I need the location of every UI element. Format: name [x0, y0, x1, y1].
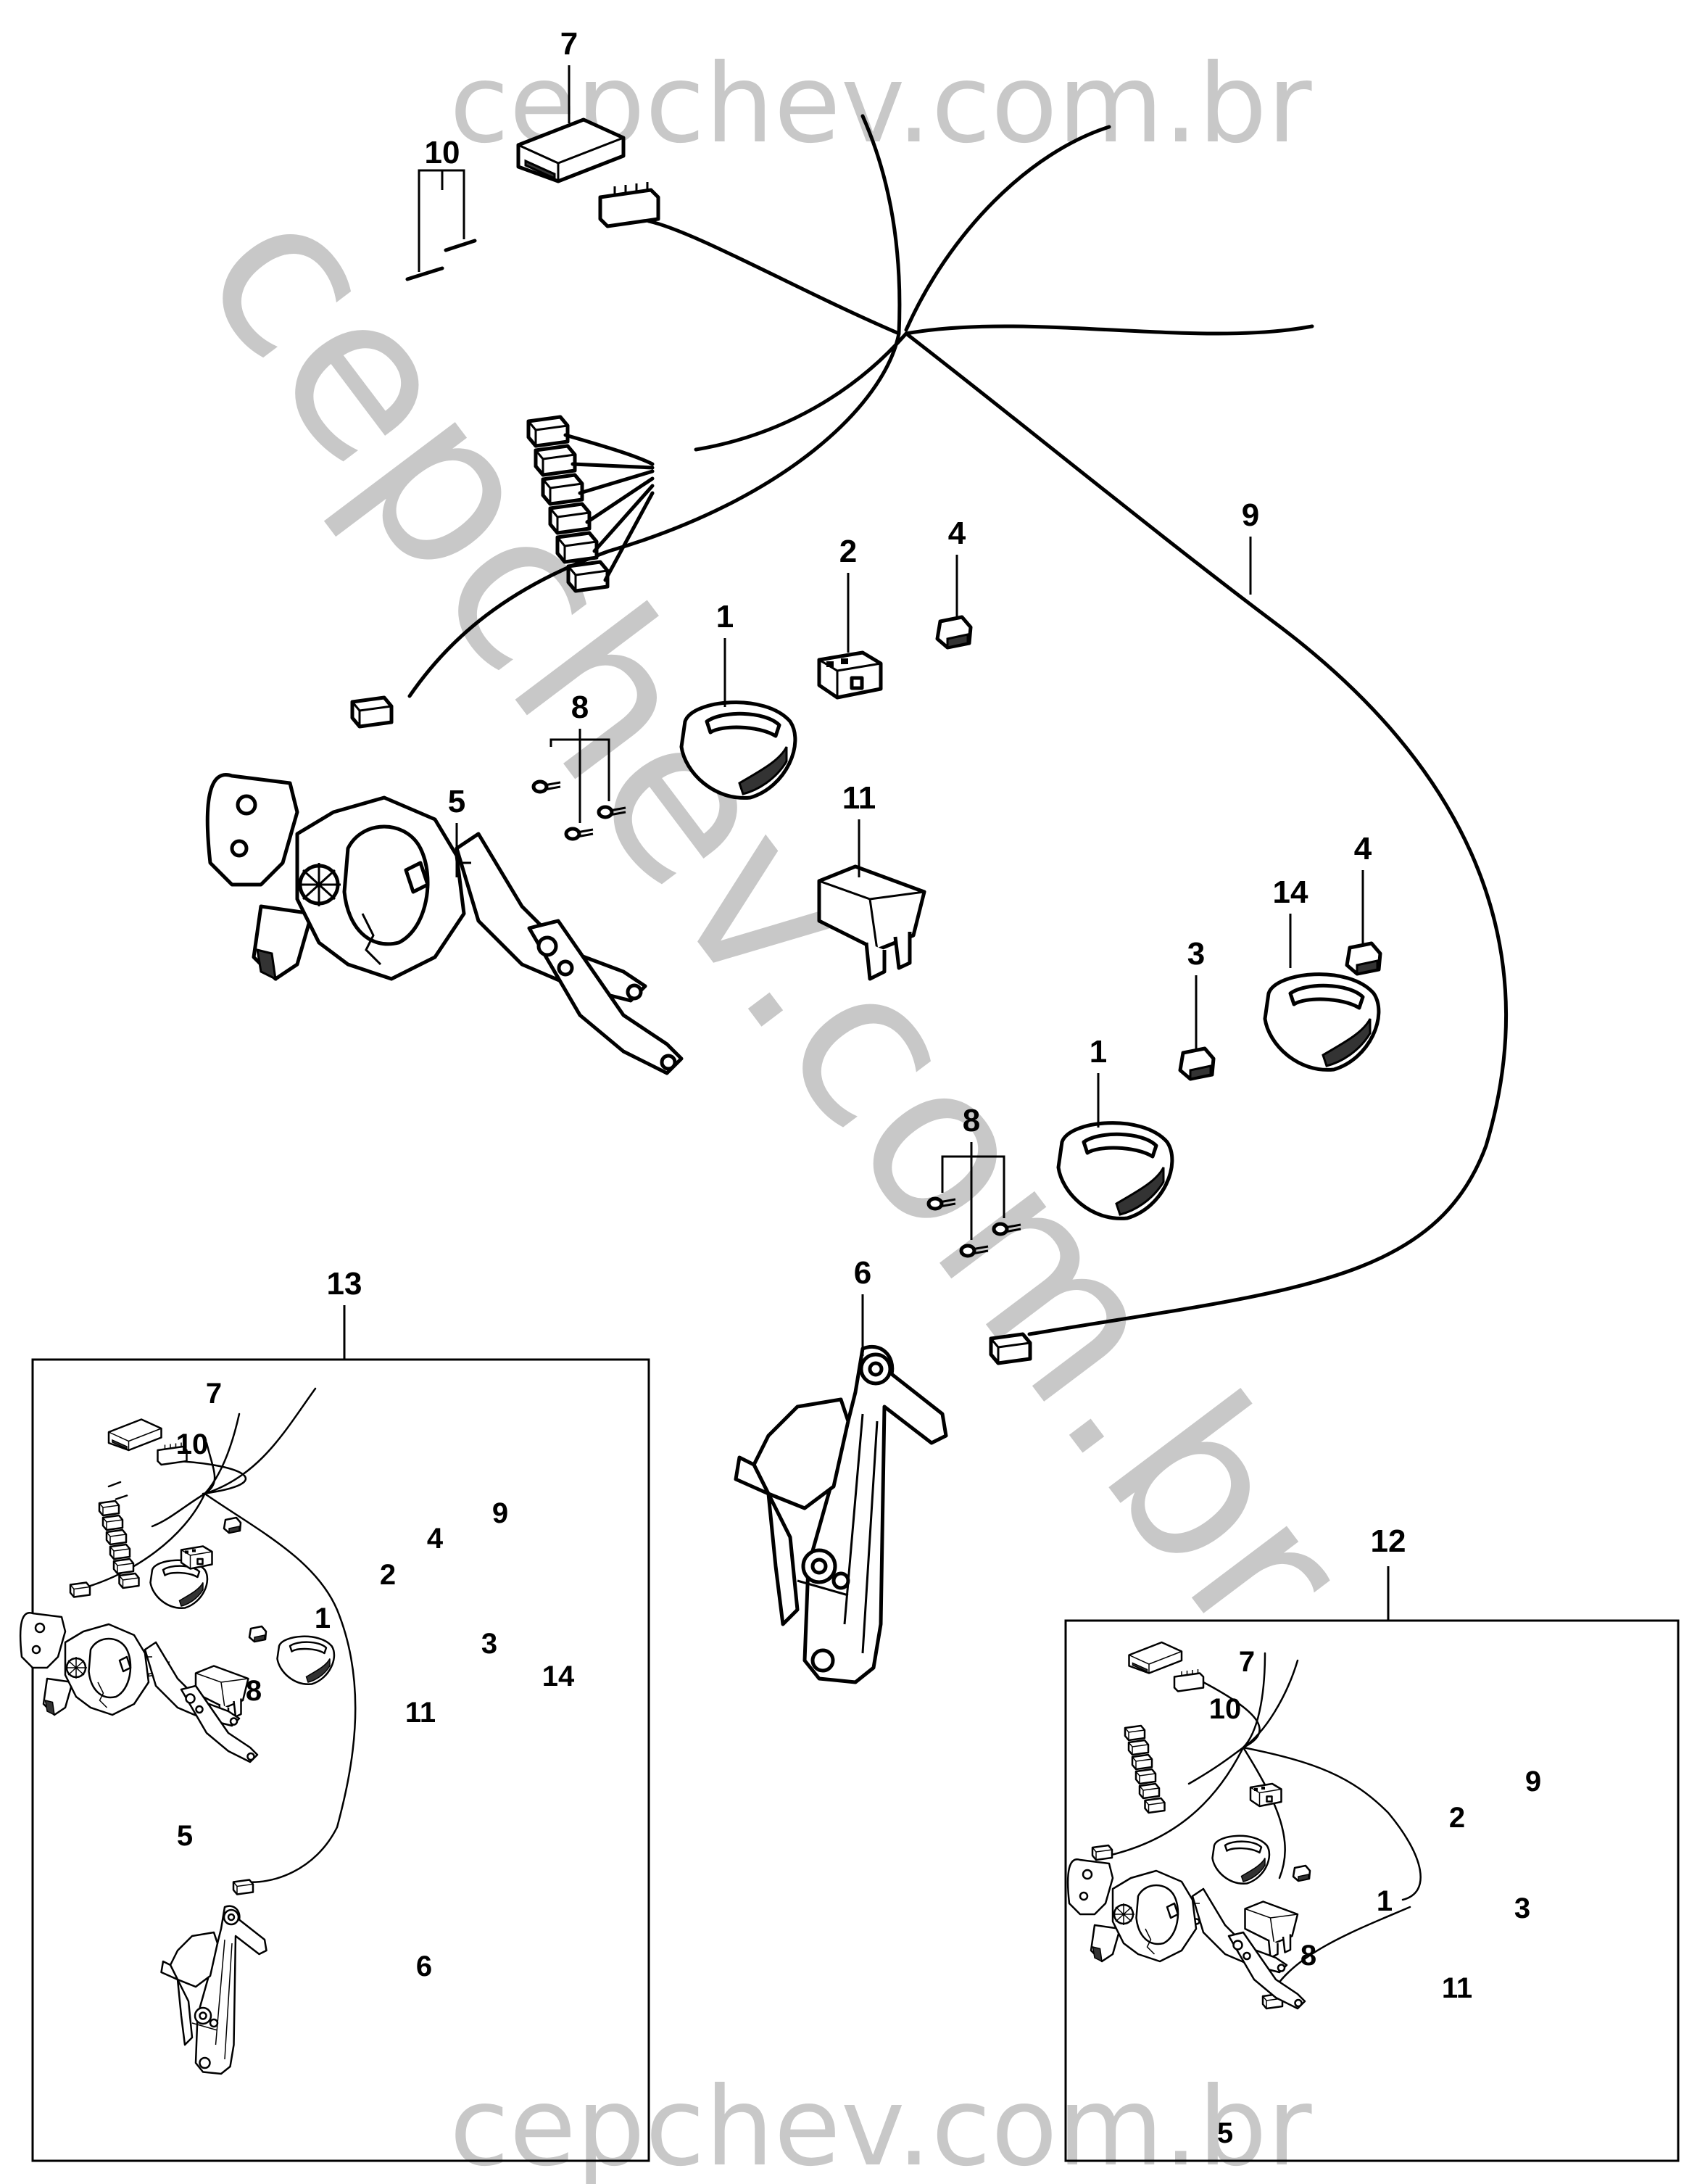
callout-10: 10 [425, 135, 460, 170]
callout-8: 8 [963, 1103, 980, 1138]
kit-13-frame [31, 1358, 650, 2162]
rear-window-regulator-icon [736, 1347, 946, 1682]
callout-4: 4 [427, 1523, 444, 1555]
switch-icon [1347, 943, 1380, 974]
switch-bezel-icon [1265, 975, 1379, 1070]
callout-1: 1 [1377, 1885, 1393, 1917]
callout-3: 3 [1514, 1893, 1530, 1924]
callout-1: 1 [1090, 1034, 1107, 1070]
callout-10: 10 [176, 1428, 209, 1460]
callout-10: 10 [1209, 1693, 1242, 1725]
wiring-harness-icon [1091, 1641, 1422, 2010]
callout-14: 14 [1273, 874, 1308, 910]
callout-1: 1 [315, 1602, 331, 1634]
kit-12-frame [1064, 1619, 1680, 2162]
kit-13-title: 13 [327, 1266, 362, 1302]
callout-8: 8 [246, 1675, 262, 1707]
watermark-bottom: cepchev.com.br [449, 2064, 1312, 2184]
switch-icon [1180, 1048, 1214, 1079]
callout-3: 3 [1187, 936, 1205, 972]
callout-1: 1 [716, 599, 734, 634]
relay-icon [819, 653, 881, 698]
callout-2: 2 [1449, 1802, 1465, 1834]
callout-5: 5 [177, 1820, 193, 1852]
callout-9: 9 [1525, 1766, 1541, 1798]
callout-4: 4 [1354, 831, 1372, 866]
wiring-harness-icon [352, 114, 1508, 1363]
kit-13: 13 [19, 1266, 650, 2162]
callout-6: 6 [854, 1255, 871, 1291]
callout-11: 11 [1442, 1972, 1472, 2004]
callout-8: 8 [1300, 1940, 1316, 1972]
callout-11: 11 [842, 780, 876, 816]
callout-14: 14 [542, 1660, 575, 1692]
callout-7: 7 [206, 1378, 222, 1410]
callout-5: 5 [448, 784, 465, 819]
callout-3: 3 [481, 1628, 497, 1660]
callout-11: 11 [405, 1697, 436, 1729]
callout-5: 5 [1217, 2117, 1233, 2149]
switch-icon [937, 617, 971, 648]
callout-8: 8 [571, 690, 589, 725]
main-assembly: 7 10 9 4 2 1 8 5 11 4 14 3 1 8 6 [207, 26, 1508, 1682]
wiring-harness-icon [69, 1387, 357, 1895]
kit-12: 12 [1064, 1523, 1680, 2162]
callout-2: 2 [839, 534, 857, 569]
callout-7: 7 [560, 26, 578, 62]
callout-2: 2 [380, 1559, 396, 1591]
callout-4: 4 [948, 516, 966, 551]
kit-12-title: 12 [1371, 1523, 1406, 1559]
callout-9: 9 [492, 1497, 508, 1529]
watermark: cepchev.com.br cepchev.com.br cepchev.co… [154, 41, 1395, 2184]
callout-6: 6 [416, 1951, 432, 1982]
screw-group-icon [534, 729, 1021, 1256]
pin-icon [405, 169, 477, 281]
callout-7: 7 [1239, 1646, 1255, 1678]
callout-9: 9 [1242, 497, 1259, 533]
